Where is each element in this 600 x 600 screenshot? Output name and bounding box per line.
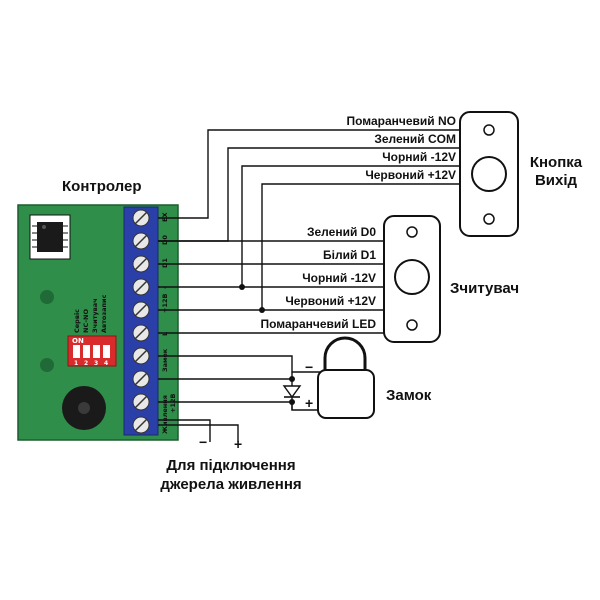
- lock-minus-sign: −: [305, 359, 313, 375]
- exit-button-title: Кнопка: [530, 154, 583, 171]
- wire-lock-minus: [158, 355, 340, 373]
- dip-number: 2: [84, 360, 88, 367]
- terminal-label: D1: [161, 258, 169, 268]
- junction-dots: [239, 284, 295, 405]
- button-wire-label: Зелений COM: [374, 132, 456, 146]
- dip-number: 1: [74, 360, 78, 367]
- dip-function-label: NC-NO: [82, 309, 90, 333]
- wires: [158, 129, 460, 442]
- terminal-screws: [132, 209, 150, 434]
- lock-plus-sign: +: [305, 395, 313, 411]
- wire-button-no: [158, 129, 460, 219]
- exit-button-device: [459, 111, 519, 237]
- power-plus-sign: +: [234, 436, 242, 452]
- wire-button-plus: [261, 183, 460, 310]
- reader-wire-label: Червоний +12V: [285, 294, 376, 308]
- dip-function-label: Автозапис: [100, 294, 108, 333]
- power-minus-sign: −: [199, 434, 207, 450]
- reader-title: Зчитувач: [450, 280, 519, 297]
- chip: [29, 214, 71, 260]
- dip-switch: ON 1 2 3 4: [67, 335, 117, 367]
- dip-function-label: Зчитувач: [91, 298, 99, 333]
- terminal-label: EX: [161, 213, 169, 222]
- terminal-block: [123, 206, 159, 436]
- wire-button-minus: [241, 165, 460, 287]
- diode: [282, 385, 302, 399]
- button-wire-label: Чорний -12V: [382, 150, 456, 164]
- button-wire-label: Червоний +12V: [365, 168, 456, 182]
- terminal-label: +12В: [169, 394, 177, 413]
- button-wire-label: Помаранчевий NO: [346, 114, 456, 128]
- dip-on-label: ON: [72, 337, 84, 345]
- reader-device: [383, 215, 441, 343]
- wire-power-minus: [158, 419, 211, 442]
- power-title: Для підключення: [166, 457, 295, 474]
- power-title: джерела живлення: [160, 476, 301, 493]
- reader-wire-label: Чорний -12V: [302, 271, 376, 285]
- wire-power-plus: [158, 424, 239, 442]
- dip-function-label: Сервіс: [73, 309, 81, 333]
- terminal-label: L: [161, 332, 169, 336]
- dip-number: 4: [104, 360, 108, 367]
- mount-hole: [40, 290, 54, 304]
- mount-hole: [40, 358, 54, 372]
- controller-title: Контролер: [62, 178, 142, 195]
- reader-wire-label: Зелений D0: [307, 225, 376, 239]
- terminal-label: Живлення: [161, 395, 169, 434]
- reader-wire-label: Помаранчевий LED: [260, 317, 376, 331]
- exit-button-title: Вихід: [535, 172, 578, 189]
- buzzer: [62, 386, 106, 430]
- dip-number: 3: [94, 360, 98, 367]
- terminal-label: +12В: [161, 294, 169, 313]
- padlock-icon: [317, 336, 375, 419]
- terminal-label: Замок: [161, 348, 169, 372]
- terminal-label: D0: [161, 235, 169, 245]
- controller-board: ON 1 2 3 4 Сервіс NC-NO Зчитувач Автозап…: [17, 204, 179, 441]
- lock-title: Замок: [386, 387, 432, 404]
- reader-wire-label: Білий D1: [323, 248, 376, 262]
